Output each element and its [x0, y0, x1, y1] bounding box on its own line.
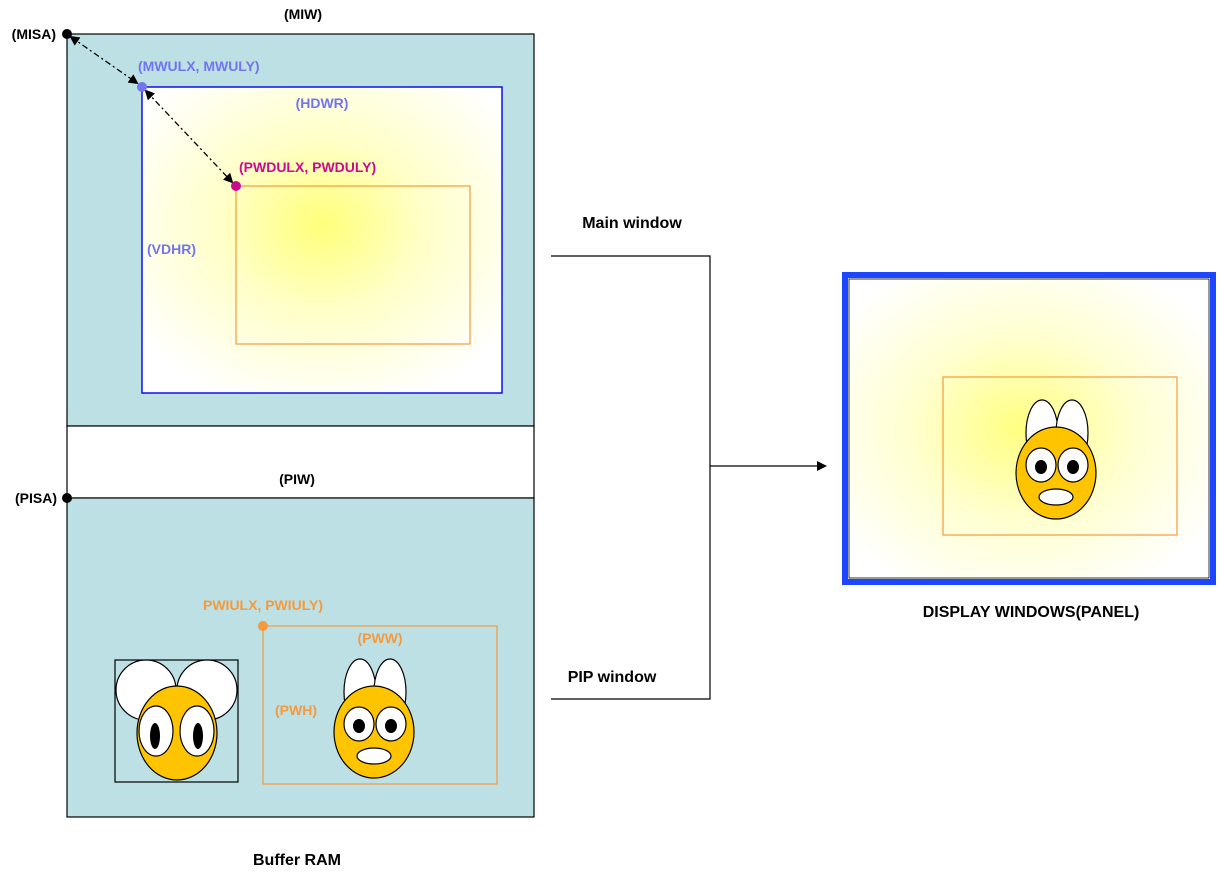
hdwr-label: (HDWR) [296, 95, 349, 111]
display-pip-rect [942, 376, 1178, 536]
pwh-label: (PWH) [275, 702, 317, 718]
pip-face-icon [333, 658, 415, 779]
buffer-gap-region [66, 425, 535, 499]
source-image-frame [114, 659, 239, 783]
source-face-icon [115, 659, 238, 781]
pww-label: (PWW) [357, 630, 402, 646]
piw-label: (PIW) [279, 471, 315, 487]
buffer-pip-region [66, 497, 535, 818]
misa-point [62, 29, 72, 39]
mwul-point [137, 82, 147, 92]
pip-window-label: PIP window [568, 669, 657, 686]
pip-window-rect [262, 625, 498, 785]
miw-label: (MIW) [284, 6, 322, 22]
main-window-rect [141, 86, 503, 394]
display-title: DISPLAY WINDOWS(PANEL) [923, 604, 1140, 621]
pisa-label: (PISA) [15, 490, 57, 506]
main-ulxy-label: (MWULX, MWULY) [138, 58, 260, 74]
pwdul-point [231, 181, 241, 191]
pip-window-connector [551, 466, 711, 700]
pip-display-rect [235, 185, 471, 345]
main-window-connector [551, 255, 711, 466]
display-panel-inner-border [848, 278, 1210, 579]
pwd-ulxy-label: (PWDULX, PWDULY) [239, 159, 376, 175]
pisa-point [62, 493, 72, 503]
vdhr-label: (VDHR) [147, 241, 196, 257]
main-window-label: Main window [582, 215, 682, 232]
display-face-icon [1015, 399, 1097, 520]
pwi-ulxy-label: PWIULX, PWIULY) [203, 597, 323, 613]
misa-label: (MISA) [12, 26, 56, 42]
buffer-ram-title: Buffer RAM [253, 852, 341, 869]
